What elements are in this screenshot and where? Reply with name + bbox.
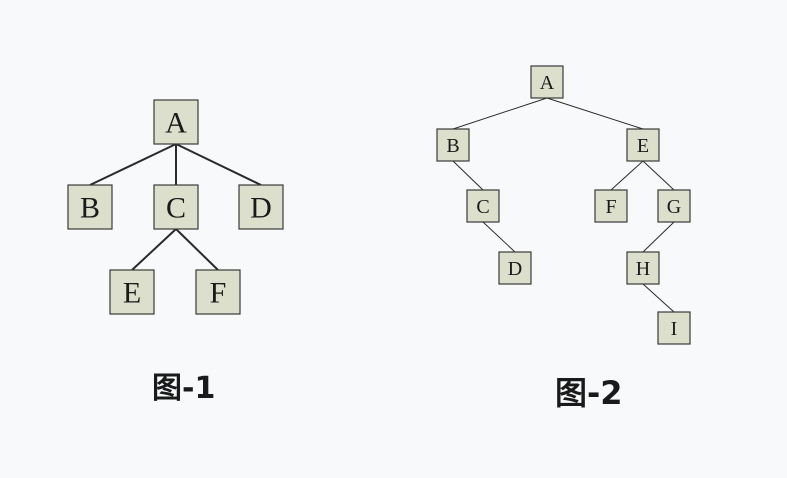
figure2-edge-b-c (452, 160, 484, 191)
figure2-node-label-a: A (540, 72, 555, 94)
figure2-node-box-b (436, 128, 470, 162)
figure1-node-a: A (153, 99, 199, 145)
figure2-node-label-h: H (636, 258, 650, 280)
figure1-node-e: E (109, 269, 155, 315)
figure2-node-f: F (594, 189, 628, 223)
figure1-node-box-a (153, 99, 199, 145)
figure2-edge-e-f (610, 160, 644, 191)
figure2-node-g: G (657, 189, 691, 223)
figure2-node-box-i (657, 311, 691, 345)
figure2-node-a: A (530, 65, 564, 99)
figure2-edge-g-h (642, 221, 675, 253)
figure1-node-label-b: B (80, 192, 100, 225)
figure1-node-box-d (238, 184, 284, 230)
figure2-node-e: E (626, 128, 660, 162)
figure1-node-label-d: D (250, 192, 272, 225)
figure2-node-label-c: C (476, 196, 489, 218)
figure2-edge-a-e (546, 97, 644, 130)
figure1-caption: 图-1 (152, 371, 216, 406)
figure2-node-d: D (498, 251, 532, 285)
figure2-node-box-g (657, 189, 691, 223)
figure2-node-b: B (436, 128, 470, 162)
figure1-node-b: B (67, 184, 113, 230)
figure2-node-label-b: B (446, 135, 459, 157)
figure1-node-d: D (238, 184, 284, 230)
figure1-node-c: C (153, 184, 199, 230)
figure1-node-box-b (67, 184, 113, 230)
figure2-node-box-f (594, 189, 628, 223)
figure1-node-box-f (195, 269, 241, 315)
figure1-node-f: F (195, 269, 241, 315)
figure1-edge-a-d (175, 143, 262, 186)
figure2-caption: 图-2 (555, 374, 623, 412)
figure2-node-box-d (498, 251, 532, 285)
figure1-node-label-c: C (166, 192, 186, 225)
figure2-node-box-h (626, 251, 660, 285)
figure2-edge-e-g (642, 160, 675, 191)
figure1-node-label-e: E (123, 277, 141, 310)
figure1-node-box-e (109, 269, 155, 315)
figure1-node-label-a: A (165, 107, 187, 140)
figure1-edge-c-e (131, 228, 177, 271)
figure2-node-box-c (466, 189, 500, 223)
figure1-edge-a-b (89, 143, 177, 186)
figure2-node-label-f: F (605, 196, 616, 218)
figure2-node-i: I (657, 311, 691, 345)
figure2-node-c: C (466, 189, 500, 223)
figure2-node-label-g: G (667, 196, 681, 218)
figure2-node-label-e: E (637, 135, 649, 157)
figure2-edge-h-i (642, 283, 675, 313)
figure1-edge-c-f (175, 228, 219, 271)
figure2-node-h: H (626, 251, 660, 285)
figure2-edge-c-d (482, 221, 516, 253)
figure2-node-box-a (530, 65, 564, 99)
figure1-node-box-c (153, 184, 199, 230)
figure2-node-label-d: D (508, 258, 522, 280)
figure2-node-box-e (626, 128, 660, 162)
figure2-edge-a-b (452, 97, 548, 130)
figure1-node-label-f: F (210, 277, 227, 310)
figure2-node-label-i: I (671, 318, 678, 340)
